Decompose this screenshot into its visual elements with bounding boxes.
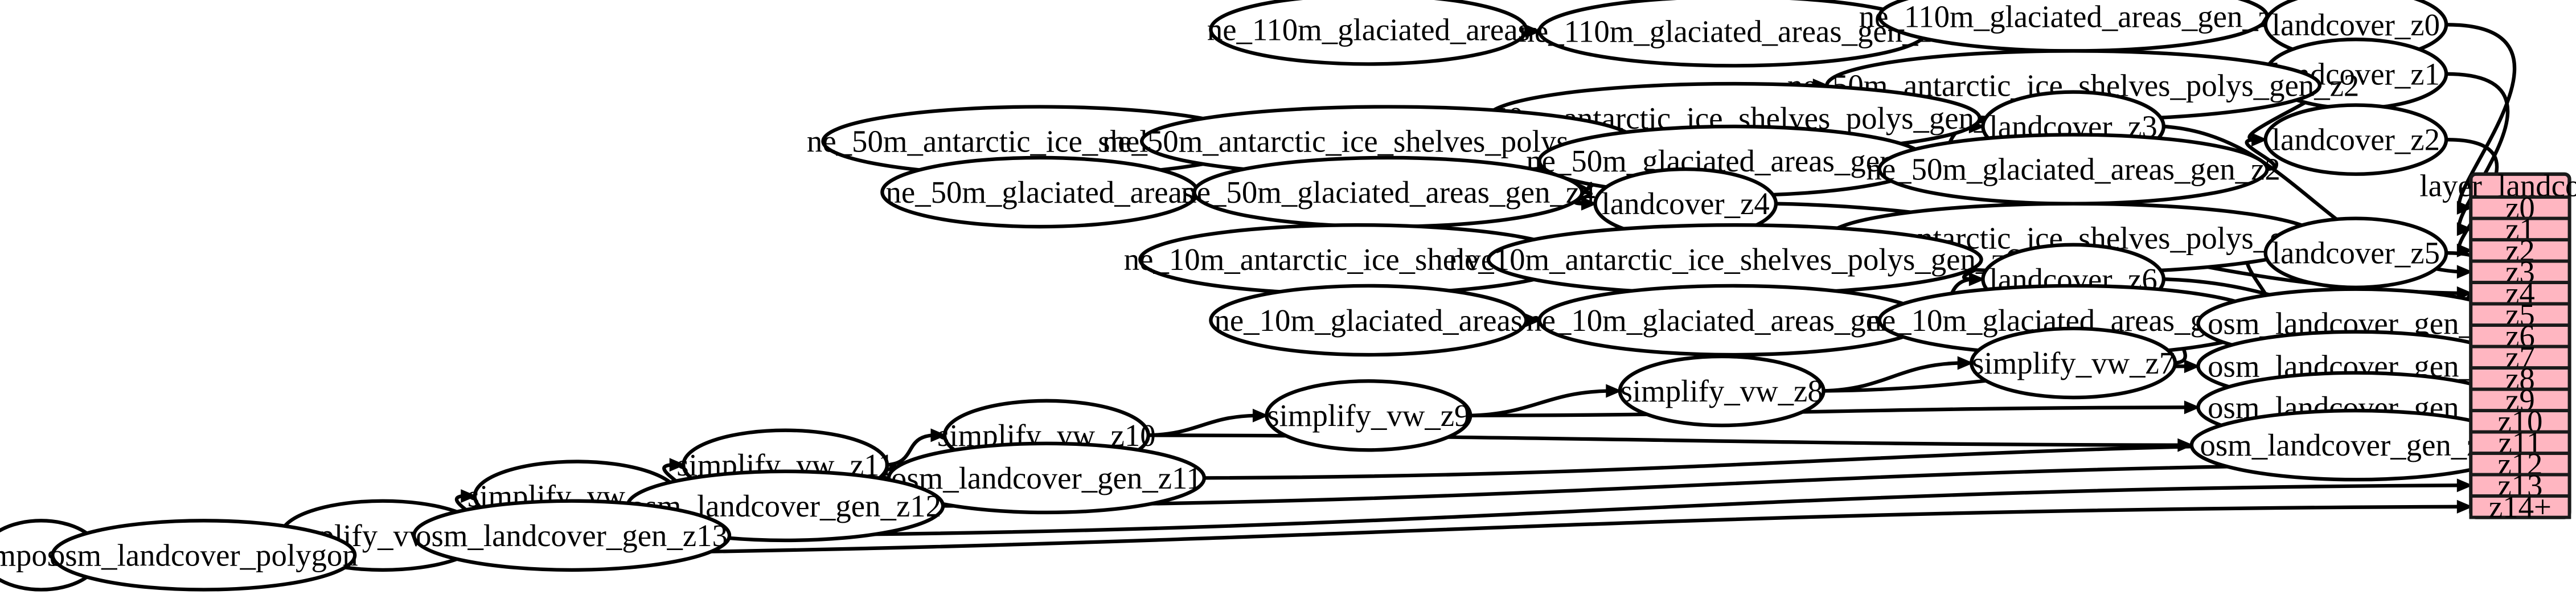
edge-arrowhead [2456,265,2474,279]
graph-edge [1470,405,2187,417]
node-label: ne_110m_glaciated_areas_gen_z0 [1859,0,2288,34]
layer-table-row[interactable] [2469,494,2571,519]
node-label: landcover_z5 [2272,236,2440,270]
graph-node[interactable]: ne_50m_glaciated_areas_gen_z2 [1866,133,2280,206]
node-label: ne_50m_glaciated_areas_gen_z2 [1866,152,2280,187]
graph-node[interactable]: ne_110m_glaciated_areas_gen_z1 [1519,0,1948,68]
graph-edge [729,483,2460,538]
layer-table-row[interactable] [2469,323,2571,348]
graph-node[interactable]: ne_10m_glaciated_areas [1209,284,1528,357]
edge-arrowhead [2456,478,2474,493]
table-layer: layer_landcoverz0z1z2z3z4z5z6z7z8z9z10z1… [2419,168,2576,524]
node-label: landcover_z2 [2272,122,2440,157]
graph-edge [1148,413,1256,437]
layer-table-row[interactable] [2469,195,2571,220]
graph-node[interactable]: ne_110m_glaciated_areas [1207,0,1530,66]
node-label: osm_landcover_gen_z11 [891,461,1202,495]
node-shape[interactable] [887,441,1207,515]
graph-node[interactable]: osm_landcover_gen_z13 [412,499,732,572]
layer-table-row[interactable] [2469,430,2571,455]
layer-table[interactable]: layer_landcoverz0z1z2z3z4z5z6z7z8z9z10z1… [2419,168,2576,524]
graph-edge [943,462,2460,508]
node-shape[interactable] [1618,354,1826,428]
node-label: ne_50m_glaciated_areas [885,175,1194,210]
edge-arrowhead [669,458,686,472]
edge-arrowhead [930,428,947,442]
node-shape[interactable] [1265,379,1472,452]
edge-arrowhead [2456,286,2474,300]
graph-node[interactable]: simplify_vw_z7 [1970,326,2177,400]
edge-arrowhead [1606,384,1622,398]
node-label: ne_10m_glaciated_areas [1215,303,1523,338]
graph-edge [2446,72,2510,230]
node-shape[interactable] [412,499,732,572]
edge-arrowhead [2184,400,2201,415]
graph-node[interactable]: osm_landcover_gen_z11 [887,441,1207,515]
node-label: ne_50m_glaciated_areas_gen_z4 [1181,175,1595,210]
graph-node[interactable]: ne_10m_antarctic_ice_shelves_polys [1124,223,1590,296]
layer-table-row[interactable] [2469,366,2571,391]
edge-arrowhead [1581,196,1598,211]
graph-node[interactable]: osm_landcover_polygon [50,519,358,592]
node-layer: ne_110m_glaciated_areasne_110m_glaciated… [0,0,2522,592]
graph-node[interactable]: landcover_z4 [1593,167,1778,240]
layer-table-row[interactable] [2469,409,2571,434]
edge-arrowhead [1968,272,1986,286]
graph-node[interactable]: ne_50m_glaciated_areas_gen_z4 [1181,155,1595,229]
graph-node[interactable]: simplify_vw_z8 [1618,354,1826,428]
edge-arrowhead [1957,356,1974,370]
node-label: osm_landcover_polygon [50,538,358,572]
layer-table-row[interactable] [2469,452,2571,477]
edge-arrowhead [2184,359,2201,374]
node-shape[interactable] [1970,326,2177,400]
node-shape[interactable] [51,519,357,592]
node-label: ne_110m_glaciated_areas [1207,12,1530,47]
layer-table-row[interactable] [2469,281,2571,306]
edge-arrowhead [2177,438,2194,452]
graph-edge [887,433,934,467]
node-label: ne_10m_antarctic_ice_shelves_polys_gen_z… [1449,242,2021,277]
graph-edge [1470,389,1609,417]
node-label: simplify_vw_z7 [1972,346,2175,380]
node-shape[interactable] [1209,284,1528,357]
edge-arrowhead [1252,408,1269,423]
graph-node[interactable]: landcover_z2 [2263,103,2448,176]
node-label: ne_10m_glaciated_areas_gen_z6 [1526,303,1940,338]
graph-node[interactable]: landcover_z5 [2263,216,2448,289]
graph-node[interactable]: ne_50m_glaciated_areas [880,155,1200,229]
node-label: simplify_vw_z9 [1267,398,1470,433]
graph-node[interactable]: osm_landcover_gen_z10 [2189,408,2522,482]
edge-arrowhead [2251,133,2268,147]
node-label: osm_landcover_gen_z13 [416,518,728,553]
graph-node[interactable]: ne_10m_glaciated_areas_gen_z6 [1526,284,1941,357]
node-label: osm_landcover_gen_z10 [2200,428,2512,462]
layer-table-row[interactable] [2469,473,2571,498]
node-label: simplify_vw_z8 [1621,374,1823,408]
graph-edge [355,505,2460,557]
edge-arrowhead [461,489,477,503]
node-label: landcover_z4 [1602,186,1770,221]
node-shape[interactable] [1209,0,1528,66]
node-shape[interactable] [2263,103,2448,176]
node-label: landcover_z0 [2272,7,2440,42]
edge-arrowhead [2456,499,2474,514]
node-label: ne_110m_glaciated_areas_gen_z1 [1519,14,1948,48]
layer-table-row-label: z14+ [2489,489,2552,524]
graph-node[interactable]: simplify_vw_z9 [1265,379,1472,452]
